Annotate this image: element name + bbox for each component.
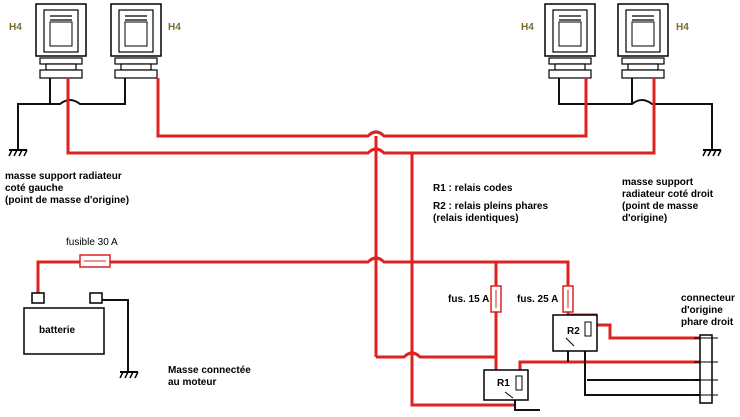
relay-icon bbox=[552, 314, 598, 352]
fuse-icon bbox=[490, 285, 502, 313]
relay-ground-wires bbox=[96, 299, 700, 411]
ground-symbol-icon bbox=[119, 371, 139, 379]
red-harness-wires bbox=[36, 78, 700, 407]
fuse-icon bbox=[562, 285, 574, 313]
headlight-ground-wires bbox=[17, 78, 713, 150]
fuse-main-label: fusible 30 A bbox=[66, 237, 118, 248]
fuse-15-label: fus. 15 A bbox=[448, 294, 490, 305]
battery-icon bbox=[23, 292, 105, 355]
headlight-bulb-icon bbox=[35, 3, 87, 79]
ground-left-label: masse support radiateur coté gauche (poi… bbox=[5, 171, 130, 206]
h4-label: H4 bbox=[521, 22, 534, 33]
h4-label: H4 bbox=[168, 22, 181, 33]
relay-legend-r1: R1 : relais codes bbox=[433, 183, 513, 194]
h4-label: H4 bbox=[676, 22, 689, 33]
connector-label: connecteur d'origine phare droit bbox=[681, 293, 735, 328]
headlight-bulb-icon bbox=[544, 3, 596, 79]
relay-r2-label: R2 bbox=[567, 326, 580, 337]
fuse-25-label: fus. 25 A bbox=[517, 294, 559, 305]
connector-icon bbox=[694, 334, 718, 404]
relay-icon bbox=[483, 369, 529, 401]
relay-legend-r2: R2 : relais pleins phares (relais identi… bbox=[433, 201, 549, 224]
ground-engine-label: Masse connectée au moteur bbox=[168, 365, 251, 388]
headlight-bulb-icon bbox=[617, 3, 669, 79]
fuse-icon bbox=[79, 254, 111, 268]
battery-label: batterie bbox=[39, 325, 76, 336]
ground-symbol-icon bbox=[702, 149, 722, 157]
ground-right-label: masse support radiateur coté droit (poin… bbox=[622, 177, 714, 224]
h4-label: H4 bbox=[9, 22, 22, 33]
ground-symbol-icon bbox=[8, 149, 28, 157]
relay-r1-label: R1 bbox=[497, 378, 510, 389]
headlight-bulb-icon bbox=[110, 3, 162, 79]
